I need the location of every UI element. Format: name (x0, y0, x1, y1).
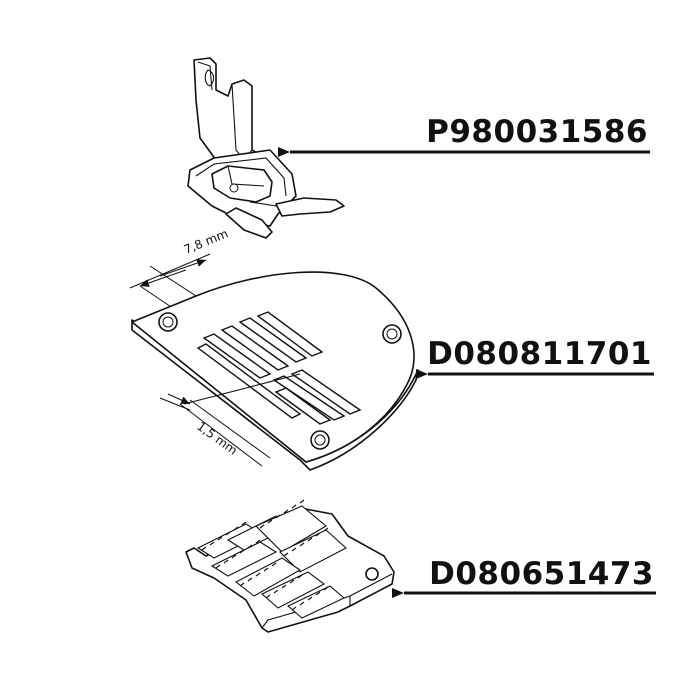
feed-dog (185, 499, 395, 633)
feed-dog-hole-bottom (365, 567, 379, 581)
presser-foot-toe (225, 207, 273, 239)
needle-plate-part-number: D080811701 (427, 336, 652, 372)
presser-foot-hinge (211, 165, 273, 203)
needle-plate (131, 271, 419, 471)
needle-plate-slots (183, 311, 362, 425)
feed-dog-part-number: D080651473 (429, 556, 654, 592)
feed-dog-teeth (196, 499, 347, 619)
presser-foot-guide (275, 197, 345, 217)
slot-spacing-label: 7,8 mm (182, 226, 230, 256)
presser-foot-part-number: P980031586 (426, 114, 648, 150)
slot-width-label: 1,5 mm (194, 419, 240, 458)
presser-foot (187, 57, 345, 239)
